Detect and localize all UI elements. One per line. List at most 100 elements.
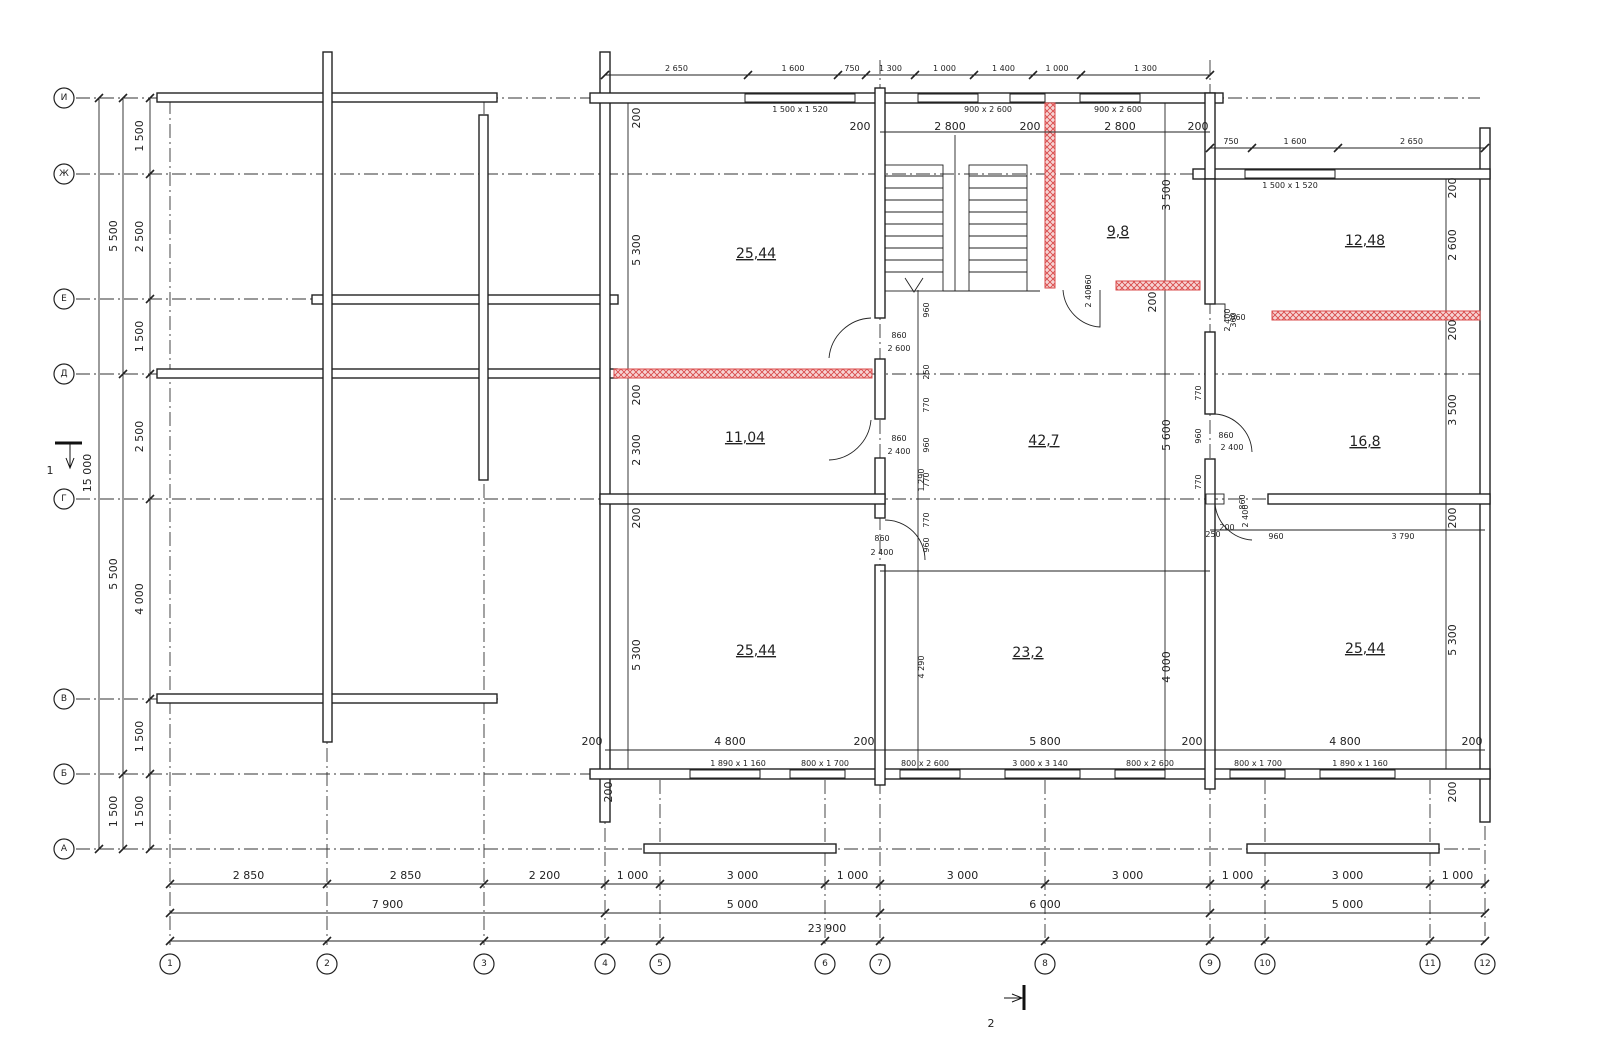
vertical-dimension-label: 4 000 — [1160, 651, 1173, 683]
top-dimension-label: 750 — [1223, 137, 1238, 146]
grid-bubble-column — [649, 953, 671, 975]
grid-bubble-label: И — [61, 93, 68, 103]
dimension-tick — [1205, 879, 1215, 889]
window-size-label: 900 x 2 600 — [1094, 105, 1142, 114]
window-size-label: 1 500 x 1 520 — [1262, 181, 1318, 190]
grid-bubble-label: 3 — [481, 959, 487, 969]
dimension-tick — [1076, 70, 1086, 80]
grid-bubble-column — [814, 953, 836, 975]
vertical-dimension-label: 5 300 — [630, 639, 643, 671]
room-area-label: 16,8 — [1349, 434, 1380, 450]
interior-dimension-label: 200 — [1182, 735, 1203, 748]
dimension-tick — [1260, 936, 1270, 946]
dimension-tick — [118, 93, 128, 103]
vertical-dimension-label: 2 300 — [630, 434, 643, 466]
window-size-label: 800 x 2 600 — [1126, 759, 1174, 768]
grid-bubble-label: Е — [61, 294, 67, 304]
top-dimension-label: 1 000 — [933, 64, 956, 73]
dimension-tick — [1480, 143, 1490, 153]
room-area-label: 23,2 — [1012, 645, 1043, 661]
grid-bubble-label: В — [61, 694, 67, 704]
timber-frame — [156, 51, 619, 743]
grid-bubble-row — [53, 688, 75, 710]
bottom-dimensions — [165, 879, 1490, 946]
bottom-dimension-label: 1 000 — [617, 869, 649, 882]
door-swings — [828, 289, 1253, 561]
door-dimension-label: 860 — [1230, 313, 1245, 322]
dimension-tick — [969, 70, 979, 80]
bottom-dimension-label: 3 000 — [1112, 869, 1144, 882]
dimension-tick — [165, 936, 175, 946]
grid-bubble-row — [53, 838, 75, 860]
grid-bubble-label: Б — [61, 769, 67, 779]
dimension-tick — [820, 879, 830, 889]
dimension-tick — [322, 936, 332, 946]
top-dimension-label: 1 300 — [1134, 64, 1157, 73]
porch-steps — [643, 843, 1440, 854]
left-total-dimension: 15 000 — [81, 454, 94, 493]
left-dimension-label: 4 000 — [133, 583, 146, 615]
grid-bubble-label: Г — [61, 494, 67, 504]
dimension-tick — [861, 70, 871, 80]
vertical-dimension-label: 2 600 — [1446, 229, 1459, 261]
door-dimension-label: 2 400 — [1223, 309, 1232, 332]
window-size-label: 800 x 1 700 — [1234, 759, 1282, 768]
dimension-tick — [1480, 908, 1490, 918]
door-dimension-label: 860 — [1218, 431, 1233, 440]
interior-dimension-label: 200 — [582, 735, 603, 748]
bottom-dimension-label: 3 000 — [1332, 869, 1364, 882]
dimension-tick — [479, 936, 489, 946]
dimension-tick — [165, 879, 175, 889]
vertical-dimension-label: 200 — [602, 782, 615, 803]
grid-bubble-label: 9 — [1207, 959, 1213, 969]
grid-bubble-label: 8 — [1042, 959, 1048, 969]
door-dimension-label: 860 — [891, 331, 906, 340]
dimension-tick — [94, 844, 104, 854]
door-dimension-label: 2 400 — [871, 548, 894, 557]
vertical-dimension-label: 200 — [1446, 178, 1459, 199]
dimension-tick — [1247, 143, 1257, 153]
grid-bubble-column — [473, 953, 495, 975]
left-dimension-label: 5 500 — [107, 558, 120, 590]
vertical-dimension-label: 200 — [1446, 782, 1459, 803]
top-dimension-label: 1 400 — [992, 64, 1015, 73]
dimension-tick — [655, 879, 665, 889]
vertical-dimension-label: 200 — [630, 385, 643, 406]
grid-bubble-label: 1 — [167, 959, 173, 969]
dimension-tick — [322, 879, 332, 889]
top-dimension-label: 1 600 — [782, 64, 805, 73]
interior-dimension-label: 200 — [1462, 735, 1483, 748]
grid-bubble-label: 4 — [602, 959, 608, 969]
dimension-tick — [600, 879, 610, 889]
door-dimension-label: 860 — [874, 534, 889, 543]
small-dimension-label: 770 — [1194, 474, 1203, 489]
grid-bubble-column — [1254, 953, 1276, 975]
bottom-dimension-label: 1 000 — [837, 869, 869, 882]
bottom-dimension-label: 6 000 — [1029, 898, 1061, 911]
grid-bubble-column — [594, 953, 616, 975]
small-dimension-label: 960 — [1194, 428, 1203, 443]
vertical-dimension-label: 5 300 — [630, 234, 643, 266]
door-dimension-label: 2 400 — [1084, 285, 1093, 308]
top-dimension-label: 1 000 — [1046, 64, 1069, 73]
dimension-tick — [600, 936, 610, 946]
vertical-dimension-label: 200 — [630, 108, 643, 129]
left-dimension-label: 2 500 — [133, 421, 146, 453]
dimension-tick — [145, 844, 155, 854]
small-dimension-label: 960 — [922, 302, 931, 317]
left-dimension-label: 5 500 — [107, 220, 120, 252]
dimension-tick — [1260, 879, 1270, 889]
small-dimension-label: 250 — [1205, 530, 1220, 539]
small-dimension-label: 250 — [922, 364, 931, 379]
top-dimension-label: 2 650 — [1400, 137, 1423, 146]
small-dimension-label: 770 — [1194, 385, 1203, 400]
dimension-tick — [479, 879, 489, 889]
section-mark-2: 2 — [988, 985, 1026, 1030]
grid-bubble-label: 6 — [822, 959, 828, 969]
grid-bubble-row — [53, 488, 75, 510]
